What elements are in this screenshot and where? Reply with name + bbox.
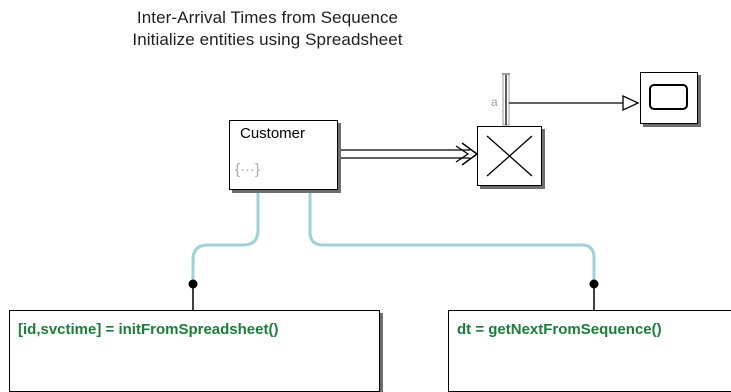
attribute-port-label: a bbox=[491, 95, 498, 109]
server-block[interactable] bbox=[477, 126, 542, 186]
wires-layer bbox=[188, 73, 640, 310]
customer-block[interactable]: Customer {···} bbox=[229, 120, 338, 190]
function-connector-right[interactable] bbox=[308, 188, 596, 284]
annotation-subtitle: Initialize entities using Spreadsheet bbox=[132, 30, 403, 49]
sequence-action-block[interactable]: dt = getNextFromSequence() bbox=[448, 310, 731, 392]
attribute-port[interactable] bbox=[502, 73, 510, 126]
init-action-block[interactable]: [id,svctime] = initFromSpreadsheet() bbox=[9, 310, 380, 392]
customer-block-label: Customer bbox=[240, 125, 306, 142]
sequence-action-code: dt = getNextFromSequence() bbox=[457, 321, 662, 338]
signal-line-scope[interactable] bbox=[509, 94, 640, 112]
entity-braces-icon: {···} bbox=[235, 161, 261, 178]
scope-screen-icon bbox=[649, 84, 688, 110]
entity-line[interactable] bbox=[337, 142, 479, 166]
annotation-title: Inter-Arrival Times from Sequence bbox=[136, 8, 399, 27]
function-connector-left[interactable] bbox=[191, 188, 260, 284]
x-cross-icon bbox=[486, 135, 533, 177]
scope-block[interactable] bbox=[640, 72, 698, 124]
init-action-code: [id,svctime] = initFromSpreadsheet() bbox=[18, 321, 279, 338]
